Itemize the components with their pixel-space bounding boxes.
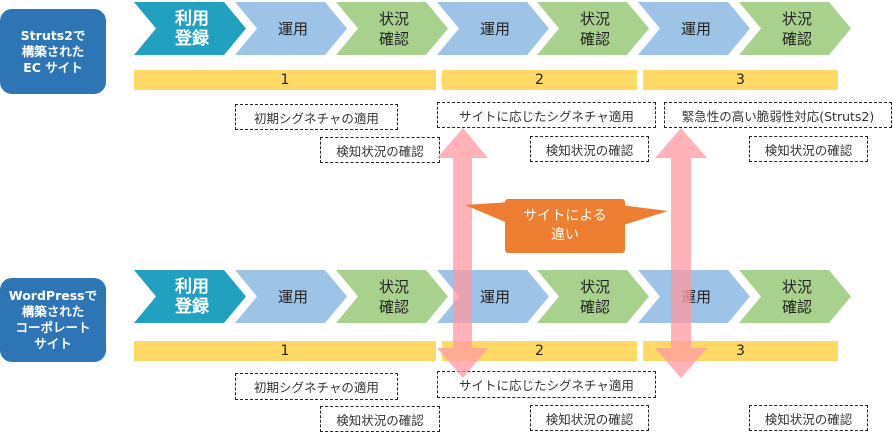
phase-bar-1: 1 xyxy=(134,70,436,90)
phase-bar-2: 2 xyxy=(442,341,637,361)
chevron-step-label: 状況 確認 xyxy=(378,9,409,48)
chevron-step-label: 運用 xyxy=(680,287,711,306)
chevron-step-check xyxy=(336,2,448,55)
chevron-step-register xyxy=(134,270,246,323)
chevron-step-check xyxy=(537,270,649,323)
site-box-wordpress-corporate: WordPressで 構築された コーポレート サイト xyxy=(0,278,106,362)
chevron-step-label: 状況 確認 xyxy=(781,9,812,48)
task-site-signature: サイトに応じたシグネチャ適用 xyxy=(437,102,656,128)
site-box-struts-ec: Struts2で 構築された EC サイト xyxy=(0,9,106,94)
chevron-step-register xyxy=(134,2,246,55)
chevron-step-check xyxy=(739,270,851,323)
task-detection-check: 検知状況の確認 xyxy=(530,405,649,431)
chevron-step-label: 状況 確認 xyxy=(579,9,610,48)
chevron-step-check xyxy=(336,270,448,323)
task-initial-signature: 初期シグネチャの適用 xyxy=(235,373,398,400)
task-site-signature: サイトに応じたシグネチャ適用 xyxy=(437,371,656,398)
chevron-step-label: 利用 登録 xyxy=(175,8,209,49)
task-detection-check: 検知状況の確認 xyxy=(320,406,440,432)
task-detection-check: 検知状況の確認 xyxy=(749,136,868,162)
chevron-step-check xyxy=(739,2,851,55)
chevron-row-struts xyxy=(134,2,851,55)
chevron-step-operate xyxy=(235,270,347,323)
chevron-step-label: 運用 xyxy=(479,19,510,38)
chevron-step-label: 運用 xyxy=(277,19,308,38)
phase-bar-3: 3 xyxy=(643,70,838,90)
phase-bar-3: 3 xyxy=(643,341,838,361)
chevron-step-label: 運用 xyxy=(680,19,711,38)
task-initial-signature: 初期シグネチャの適用 xyxy=(235,104,398,130)
task-urgent-vulnerability: 緊急性の高い脆弱性対応(Struts2) xyxy=(664,102,892,128)
phase-bar-1: 1 xyxy=(134,341,436,361)
task-detection-check: 検知状況の確認 xyxy=(320,137,440,163)
chevron-step-check xyxy=(537,2,649,55)
chevron-step-operate xyxy=(437,2,549,55)
chevron-step-label: 運用 xyxy=(479,287,510,306)
chevron-step-label: 状況 確認 xyxy=(378,277,409,316)
chevron-step-operate xyxy=(638,2,750,55)
chevron-step-label: 状況 確認 xyxy=(781,277,812,316)
chevron-step-label: 状況 確認 xyxy=(579,277,610,316)
chevron-step-label: 運用 xyxy=(277,287,308,306)
phase-bar-2: 2 xyxy=(442,70,637,90)
callout-text: サイトによる 違い xyxy=(523,208,607,243)
chevron-step-operate xyxy=(235,2,347,55)
task-detection-check: 検知状況の確認 xyxy=(749,405,868,431)
chevron-step-label: 利用 登録 xyxy=(175,276,209,317)
task-detection-check: 検知状況の確認 xyxy=(530,136,649,162)
